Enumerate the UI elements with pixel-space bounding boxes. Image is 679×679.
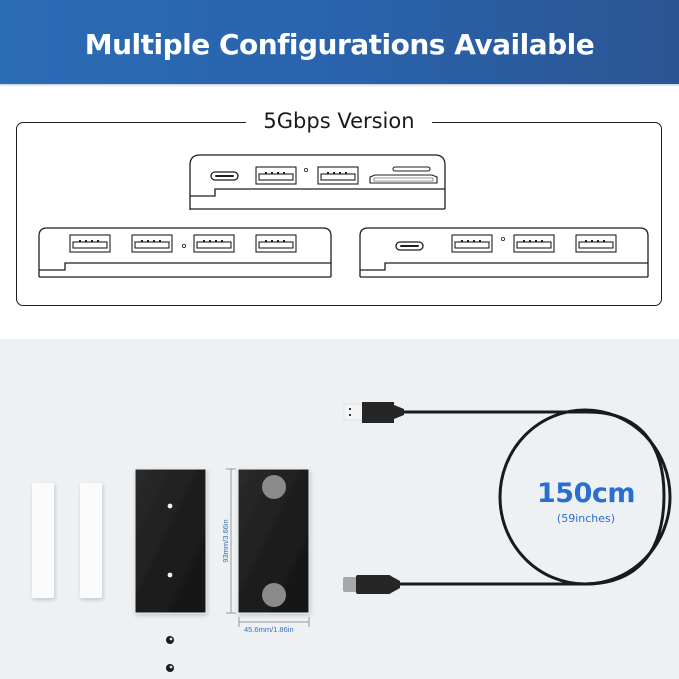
cable-length-label: 150cm bbox=[537, 478, 636, 509]
adhesive-strip-icon bbox=[32, 483, 54, 598]
usb-a-port-icon bbox=[451, 234, 493, 253]
dimension-lines bbox=[226, 468, 310, 627]
adhesive-pad-icon bbox=[262, 475, 286, 499]
led-icon bbox=[181, 243, 186, 248]
usb-a-port-icon bbox=[255, 234, 297, 253]
led-icon bbox=[500, 236, 505, 241]
configurations-frame bbox=[16, 122, 662, 306]
banner-title: Multiple Configurations Available bbox=[84, 28, 595, 61]
usb-a-port-icon bbox=[131, 234, 173, 253]
usb-a-port-icon bbox=[69, 234, 111, 253]
led-icon bbox=[304, 167, 309, 172]
plate-width-label: 45.6mm/1.86in bbox=[244, 625, 294, 634]
cable-length-inches-label: (59inches) bbox=[556, 512, 616, 525]
mount-plate-front-icon bbox=[134, 468, 207, 614]
usb-a-port-icon bbox=[575, 234, 617, 253]
usb-c-plug-icon bbox=[343, 577, 357, 592]
usb-a-port-icon bbox=[255, 166, 297, 185]
accessories-section bbox=[0, 339, 679, 679]
hub-4-usb-a-illustration bbox=[38, 227, 332, 278]
screw-icon bbox=[166, 636, 174, 644]
usb-a-port-icon bbox=[317, 166, 359, 185]
usb-a-port-icon bbox=[513, 234, 555, 253]
screw-icon bbox=[166, 664, 174, 672]
hub-usb-c-3-usb-a-illustration bbox=[359, 227, 649, 278]
header-banner bbox=[0, 0, 679, 84]
adhesive-strip-icon bbox=[80, 483, 102, 598]
usb-a-plug-icon bbox=[343, 403, 366, 421]
usb-c-port-icon bbox=[395, 241, 424, 251]
microsd-slot-icon bbox=[392, 166, 431, 172]
sd-slot-icon bbox=[369, 174, 438, 184]
banner-shadow bbox=[0, 84, 679, 87]
adhesive-pad-icon bbox=[262, 583, 286, 607]
accessories-illustration: 93mm/3.66in bbox=[32, 402, 672, 672]
usb-c-port-icon bbox=[210, 171, 239, 181]
plate-height-label: 93mm/3.66in bbox=[221, 519, 230, 562]
usb-a-port-icon bbox=[193, 234, 235, 253]
cable-icon bbox=[343, 402, 672, 594]
configurations-title: 5Gbps Version bbox=[246, 106, 432, 136]
hub-card-reader-illustration bbox=[189, 154, 446, 210]
